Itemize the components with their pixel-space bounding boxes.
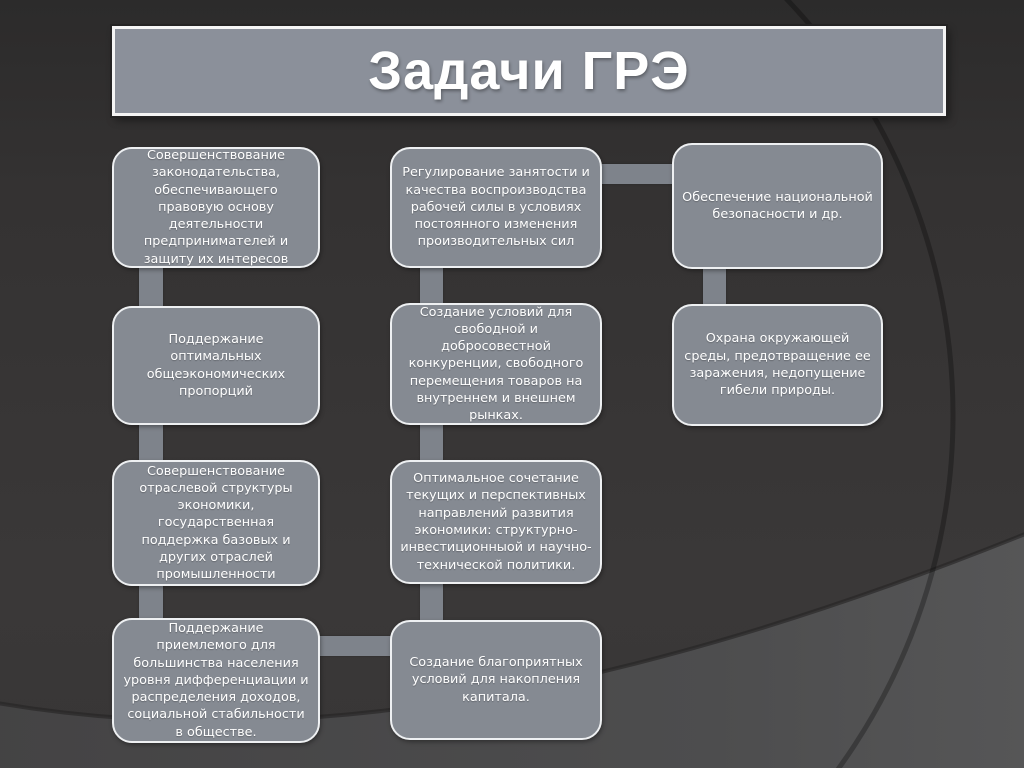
connector-middle1-right1 — [600, 164, 674, 184]
task-box-left-3-text: Совершенствование отраслевой структуры э… — [139, 463, 293, 583]
task-box-left-1: Совершенствование законодательства, обес… — [112, 147, 320, 268]
background-swoosh — [0, 534, 1024, 768]
connector-left-2-3 — [139, 423, 163, 463]
task-box-middle-2: Создание условий для свободной и добросо… — [390, 303, 602, 425]
task-box-left-3: Совершенствование отраслевой структуры э… — [112, 460, 320, 586]
task-box-right-2: Охрана окружающей среды, предотвращение … — [672, 304, 883, 426]
connector-right-1-2 — [703, 267, 726, 307]
task-box-left-1-text: Совершенствование законодательства, обес… — [143, 148, 289, 267]
task-box-right-1-text: Обеспечение национальной безопасности и … — [682, 189, 873, 222]
task-box-right-2-text: Охрана окружающей среды, предотвращение … — [684, 331, 871, 399]
task-box-middle-1: Регулирование занятости и качества воспр… — [390, 147, 602, 268]
task-box-left-4-text: Поддержание приемлемого для большинства … — [123, 621, 309, 740]
task-box-middle-4: Создание благоприятных условий для накоп… — [390, 620, 602, 740]
slide-title-box: Задачи ГРЭ — [112, 26, 946, 116]
task-box-middle-1-text: Регулирование занятости и качества воспр… — [402, 165, 590, 250]
connector-middle-2-3 — [420, 423, 443, 463]
task-box-middle-3-text: Оптимальное сочетание текущих и перспект… — [400, 471, 592, 573]
task-box-left-2-text: Поддержание оптимальных общеэкономически… — [146, 331, 286, 399]
task-box-middle-3: Оптимальное сочетание текущих и перспект… — [390, 460, 602, 584]
task-box-left-2: Поддержание оптимальных общеэкономически… — [112, 306, 320, 425]
connector-middle-3-4 — [420, 582, 443, 623]
task-box-middle-4-text: Создание благоприятных условий для накоп… — [409, 655, 583, 705]
task-box-middle-2-text: Создание условий для свободной и добросо… — [408, 304, 584, 424]
task-box-left-4: Поддержание приемлемого для большинства … — [112, 618, 320, 743]
connector-middle-1-2 — [420, 266, 443, 306]
background-arc-circle — [0, 0, 953, 768]
connector-left4-middle4 — [318, 636, 392, 656]
connector-left-3-4 — [139, 584, 163, 621]
task-box-right-1: Обеспечение национальной безопасности и … — [672, 143, 883, 269]
slide-title: Задачи ГРЭ — [368, 41, 690, 101]
connector-left-1-2 — [139, 266, 163, 308]
